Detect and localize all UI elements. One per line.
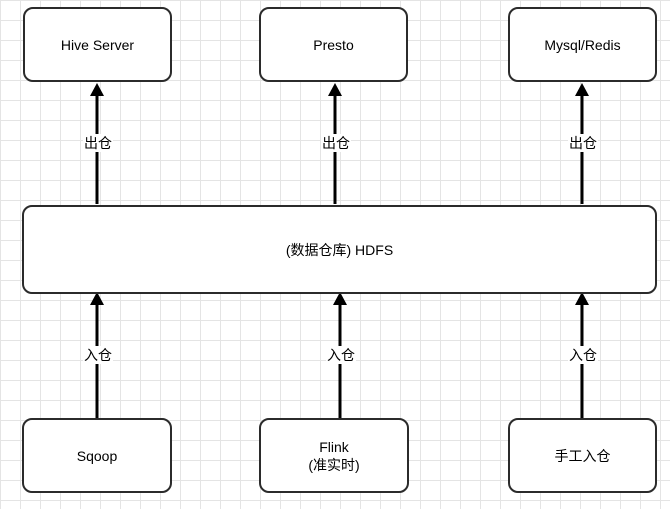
hive-server-node: Hive Server [23, 7, 172, 82]
arrowhead-hdfs-from-sqoop [90, 292, 104, 305]
hdfs-label: (数据仓库) HDFS [285, 241, 394, 258]
hdfs-node: (数据仓库) HDFS [22, 205, 657, 294]
manual-ingest-node: 手工入仓 [508, 418, 657, 493]
edge-label-in-sqoop: 入仓 [83, 346, 113, 364]
presto-node: Presto [259, 7, 408, 82]
flink-label: Flink [319, 438, 349, 455]
edge-label-in-manual: 入仓 [568, 346, 598, 364]
edge-label-in-flink: 入仓 [326, 346, 356, 364]
edge-label-out-mysql: 出仓 [568, 134, 598, 152]
arrowhead-hdfs-from-flink [333, 292, 347, 305]
arrowhead-mysql [575, 83, 589, 96]
presto-label: Presto [313, 36, 354, 53]
flink-label-group: Flink (准实时) [308, 438, 359, 474]
arrowhead-presto [328, 83, 342, 96]
mysql-redis-label: Mysql/Redis [544, 36, 621, 53]
mysql-redis-node: Mysql/Redis [508, 7, 657, 82]
flink-node: Flink (准实时) [259, 418, 409, 493]
arrowhead-hive [90, 83, 104, 96]
edge-label-out-hive: 出仓 [83, 134, 113, 152]
sqoop-node: Sqoop [22, 418, 172, 493]
arrowhead-hdfs-from-manual [575, 292, 589, 305]
flink-sublabel: (准实时) [308, 456, 360, 473]
sqoop-label: Sqoop [76, 447, 118, 464]
edge-label-out-presto: 出仓 [321, 134, 351, 152]
hive-server-label: Hive Server [60, 36, 135, 53]
manual-ingest-label: 手工入仓 [554, 447, 611, 464]
